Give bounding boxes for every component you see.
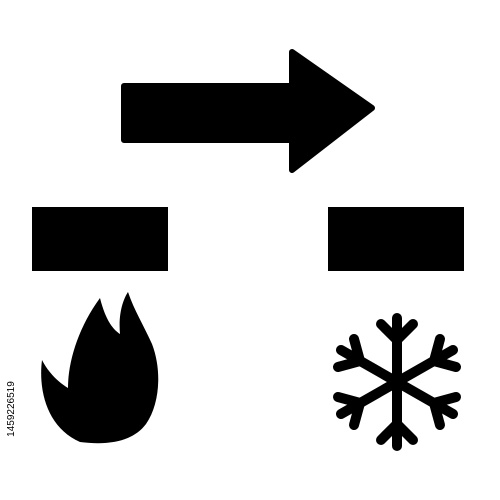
snowflake-icon [333, 313, 461, 451]
flame-icon [41, 292, 159, 444]
right-arrow-icon [121, 49, 375, 173]
right-bar-icon [328, 207, 464, 271]
left-bar-icon [32, 207, 168, 271]
stock-id-text: 1459226519 [6, 381, 17, 437]
